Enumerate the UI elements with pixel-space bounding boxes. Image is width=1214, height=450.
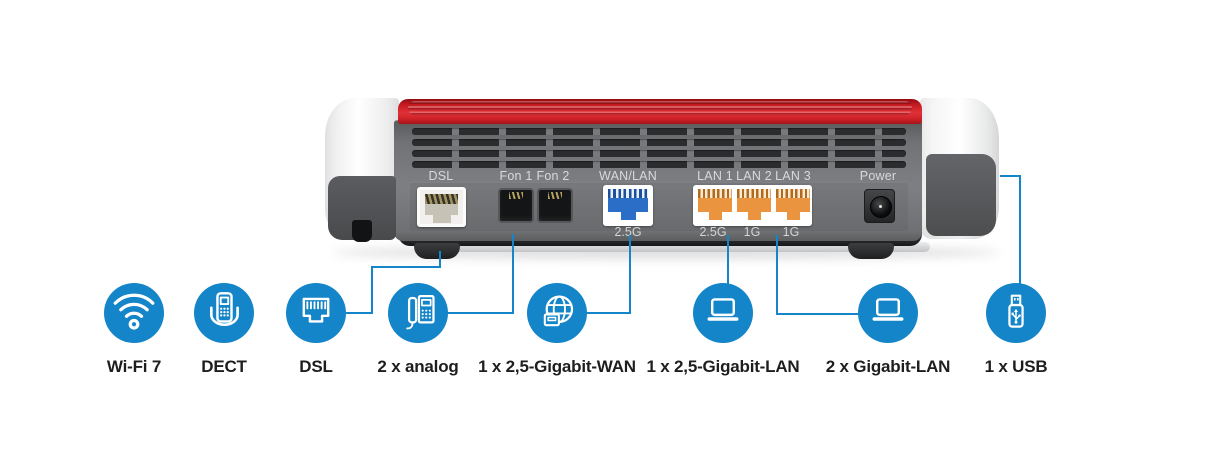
feature-wifi: Wi-Fi 7 [44, 283, 224, 377]
wan-pins [608, 189, 648, 198]
fon2-pins [548, 192, 562, 199]
feature-label: DSL [299, 357, 333, 376]
port-label-lan1: LAN 1 [697, 169, 733, 183]
wifi-icon [104, 283, 164, 343]
lan2-tab [747, 212, 761, 220]
port-label-dsl: DSL [428, 169, 454, 183]
dsl-pins [425, 194, 458, 204]
speed-label-wan: 2.5G [614, 225, 642, 239]
port-label-wanlan: WAN/LAN [599, 169, 657, 183]
port-label-lan2: LAN 2 [736, 169, 772, 183]
dsl-socket [420, 190, 463, 224]
port-wan-lan [603, 185, 653, 226]
feature-label: 2 x Gigabit-LAN [825, 357, 951, 376]
dsl-jack-icon [286, 283, 346, 343]
cable-notch [352, 220, 372, 242]
feature-dsl: DSL [226, 283, 406, 377]
lan1-tab [708, 212, 722, 220]
dsl-plug-body [425, 204, 458, 215]
feature-lan-25g: 1 x 2,5-Gigabit-LAN [633, 283, 813, 377]
vent-row [412, 139, 906, 146]
lan1-pins [698, 189, 732, 198]
globe-wan-icon [527, 283, 587, 343]
vent-row [412, 161, 906, 168]
feature-label: 1 x 2,5-Gigabit-LAN [646, 357, 800, 376]
speed-label-lan3: 1G [782, 225, 800, 239]
feature-usb: 1 x USB [926, 283, 1106, 377]
wan-body [608, 198, 648, 212]
usb-stick-icon [986, 283, 1046, 343]
port-fon2 [537, 188, 573, 223]
line-analog [447, 234, 514, 314]
line-wan [586, 235, 631, 314]
lan2-pins [737, 189, 771, 198]
laptop-icon [858, 283, 918, 343]
feature-label: DECT [201, 357, 247, 376]
lan2-body [737, 198, 771, 212]
dect-handset-icon [194, 283, 254, 343]
feature-label: Wi-Fi 7 [106, 357, 162, 376]
line-usb [1000, 175, 1021, 284]
port-dsl [417, 187, 466, 227]
vent-row [412, 150, 906, 157]
lan1-body [698, 198, 732, 212]
lan3-body [776, 198, 810, 212]
port-power [864, 189, 895, 223]
feature-label: 1 x 2,5-Gigabit-WAN [478, 357, 636, 376]
router-foot-right [848, 243, 894, 259]
feature-wan: 1 x 2,5-Gigabit-WAN [467, 283, 647, 377]
wan-tab [620, 212, 636, 220]
port-label-fon2: Fon 2 [536, 169, 570, 183]
router-red-top [398, 99, 922, 124]
dsl-plug-tab [433, 215, 451, 223]
vent-row [412, 128, 906, 135]
line-dsl [346, 251, 441, 314]
feature-lan-gigabit: 2 x Gigabit-LAN [798, 283, 978, 377]
lan3-tab [786, 212, 800, 220]
fon1-pins [509, 192, 523, 199]
port-label-power: Power [859, 169, 897, 183]
port-lan2 [737, 189, 771, 220]
laptop-icon [693, 283, 753, 343]
port-label-fon1: Fon 1 [499, 169, 533, 183]
port-lan1 [698, 189, 732, 220]
feature-label: 1 x USB [984, 357, 1048, 376]
lan3-pins [776, 189, 810, 198]
feature-analog: 2 x analog [328, 283, 508, 377]
feature-dect: DECT [134, 283, 314, 377]
speed-label-lan2: 1G [743, 225, 761, 239]
port-lan-group [693, 185, 812, 226]
router-right-side-panel [926, 154, 996, 236]
router-base [432, 242, 930, 252]
router-foot-left [414, 243, 460, 259]
vent-grille [412, 128, 906, 172]
analog-phone-icon [388, 283, 448, 343]
router-back-panel: DSL Fon 1 Fon 2 WAN/LAN LAN 1 LAN 2 LAN … [394, 120, 922, 241]
speed-label-lan1: 2.5G [699, 225, 727, 239]
port-fon1 [498, 188, 534, 223]
port-label-lan3: LAN 3 [775, 169, 811, 183]
wan-socket [608, 189, 648, 220]
line-lan-gigabit [776, 235, 859, 315]
port-lan3 [776, 189, 810, 220]
port-recess [410, 182, 908, 231]
power-pin [879, 205, 882, 208]
power-barrel-jack [870, 196, 892, 218]
feature-label: 2 x analog [377, 357, 459, 376]
